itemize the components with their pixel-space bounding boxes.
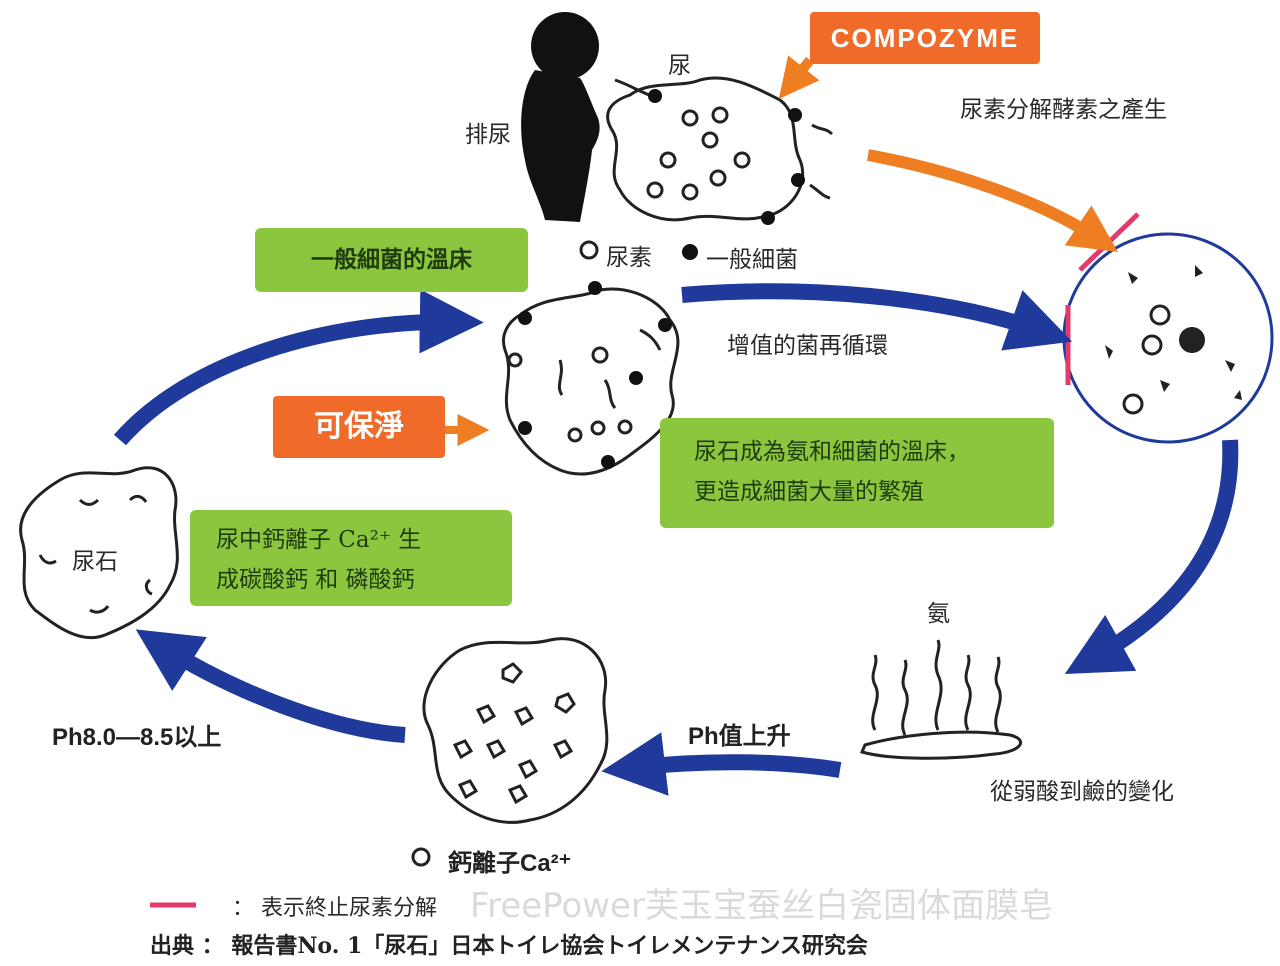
arrow-to-stone xyxy=(135,629,406,743)
top-germ-cluster xyxy=(606,76,834,222)
legend-stop-text: ： 表示終止尿素分解 xyxy=(232,896,437,921)
label-acid-to-alkali: 從弱酸到鹼的變化 xyxy=(990,779,1174,805)
compozyme-pointer-arrow xyxy=(778,55,820,100)
orange-arrow-to-circle xyxy=(866,149,1118,252)
calcium-line-2: 成碳酸鈣 和 磷酸鈣 xyxy=(216,567,415,593)
compozyme-badge: COMPOZYME xyxy=(810,12,1040,64)
kebaojing-badge: 可保淨 xyxy=(273,396,445,458)
urease-breakdown-circle xyxy=(1062,232,1274,444)
arrow-to-bacteria-bed xyxy=(113,289,484,446)
label-ammonia: 氨 xyxy=(927,601,950,627)
bacteria-legend-icon xyxy=(682,244,698,260)
label-urine: 尿 xyxy=(668,53,691,79)
middle-germ-cluster xyxy=(502,287,680,476)
stone-bed-line-1: 尿石成為氨和細菌的溫床， xyxy=(694,439,970,465)
watermark: FreePower芙玉宝蚕丝白瓷固体面膜皂 xyxy=(470,886,1053,926)
label-urinate: 排尿 xyxy=(465,122,511,148)
calcium-cluster xyxy=(422,637,609,824)
arrow-ph-rise xyxy=(601,732,842,796)
stone-bed-line-2: 更造成細菌大量的繁殖 xyxy=(694,479,924,505)
bacteria-bed-box: 一般細菌的溫床 xyxy=(255,228,528,292)
label-ph-range: Ph8.0—8.5以上 xyxy=(52,724,222,751)
legend-urea-label: 尿素 xyxy=(606,245,652,271)
calcium-ion-legend-icon xyxy=(411,847,431,867)
label-urinary-stone: 尿石 xyxy=(72,549,118,575)
legend-bacteria-label: 一般細菌 xyxy=(706,247,798,273)
source-citation: 出典 ： 報告書No. 1「尿石」日本トイレ協会トイレメンテナンス研究会 xyxy=(150,933,868,959)
calcium-box: 尿中鈣離子 Ca²⁺ 生 成碳酸鈣 和 磷酸鈣 xyxy=(190,510,512,606)
urea-legend-icon xyxy=(579,240,599,260)
stone-bed-box: 尿石成為氨和細菌的溫床， 更造成細菌大量的繁殖 xyxy=(660,418,1054,528)
child-silhouette-icon xyxy=(521,12,600,222)
arrow-to-ammonia xyxy=(1064,439,1239,674)
label-urease-produced: 尿素分解酵素之產生 xyxy=(960,97,1167,123)
label-calcium-ion: 鈣離子Ca²⁺ xyxy=(448,850,572,877)
calcium-line-1: 尿中鈣離子 Ca²⁺ 生 xyxy=(216,527,422,553)
arrow-recycle xyxy=(681,283,1073,351)
urinary-stone-shape xyxy=(19,466,179,640)
ammonia-vapor-icon xyxy=(859,639,1023,760)
label-ph-rise: Ph值上升 xyxy=(688,723,791,750)
label-recycle: 增值的菌再循環 xyxy=(727,333,888,359)
